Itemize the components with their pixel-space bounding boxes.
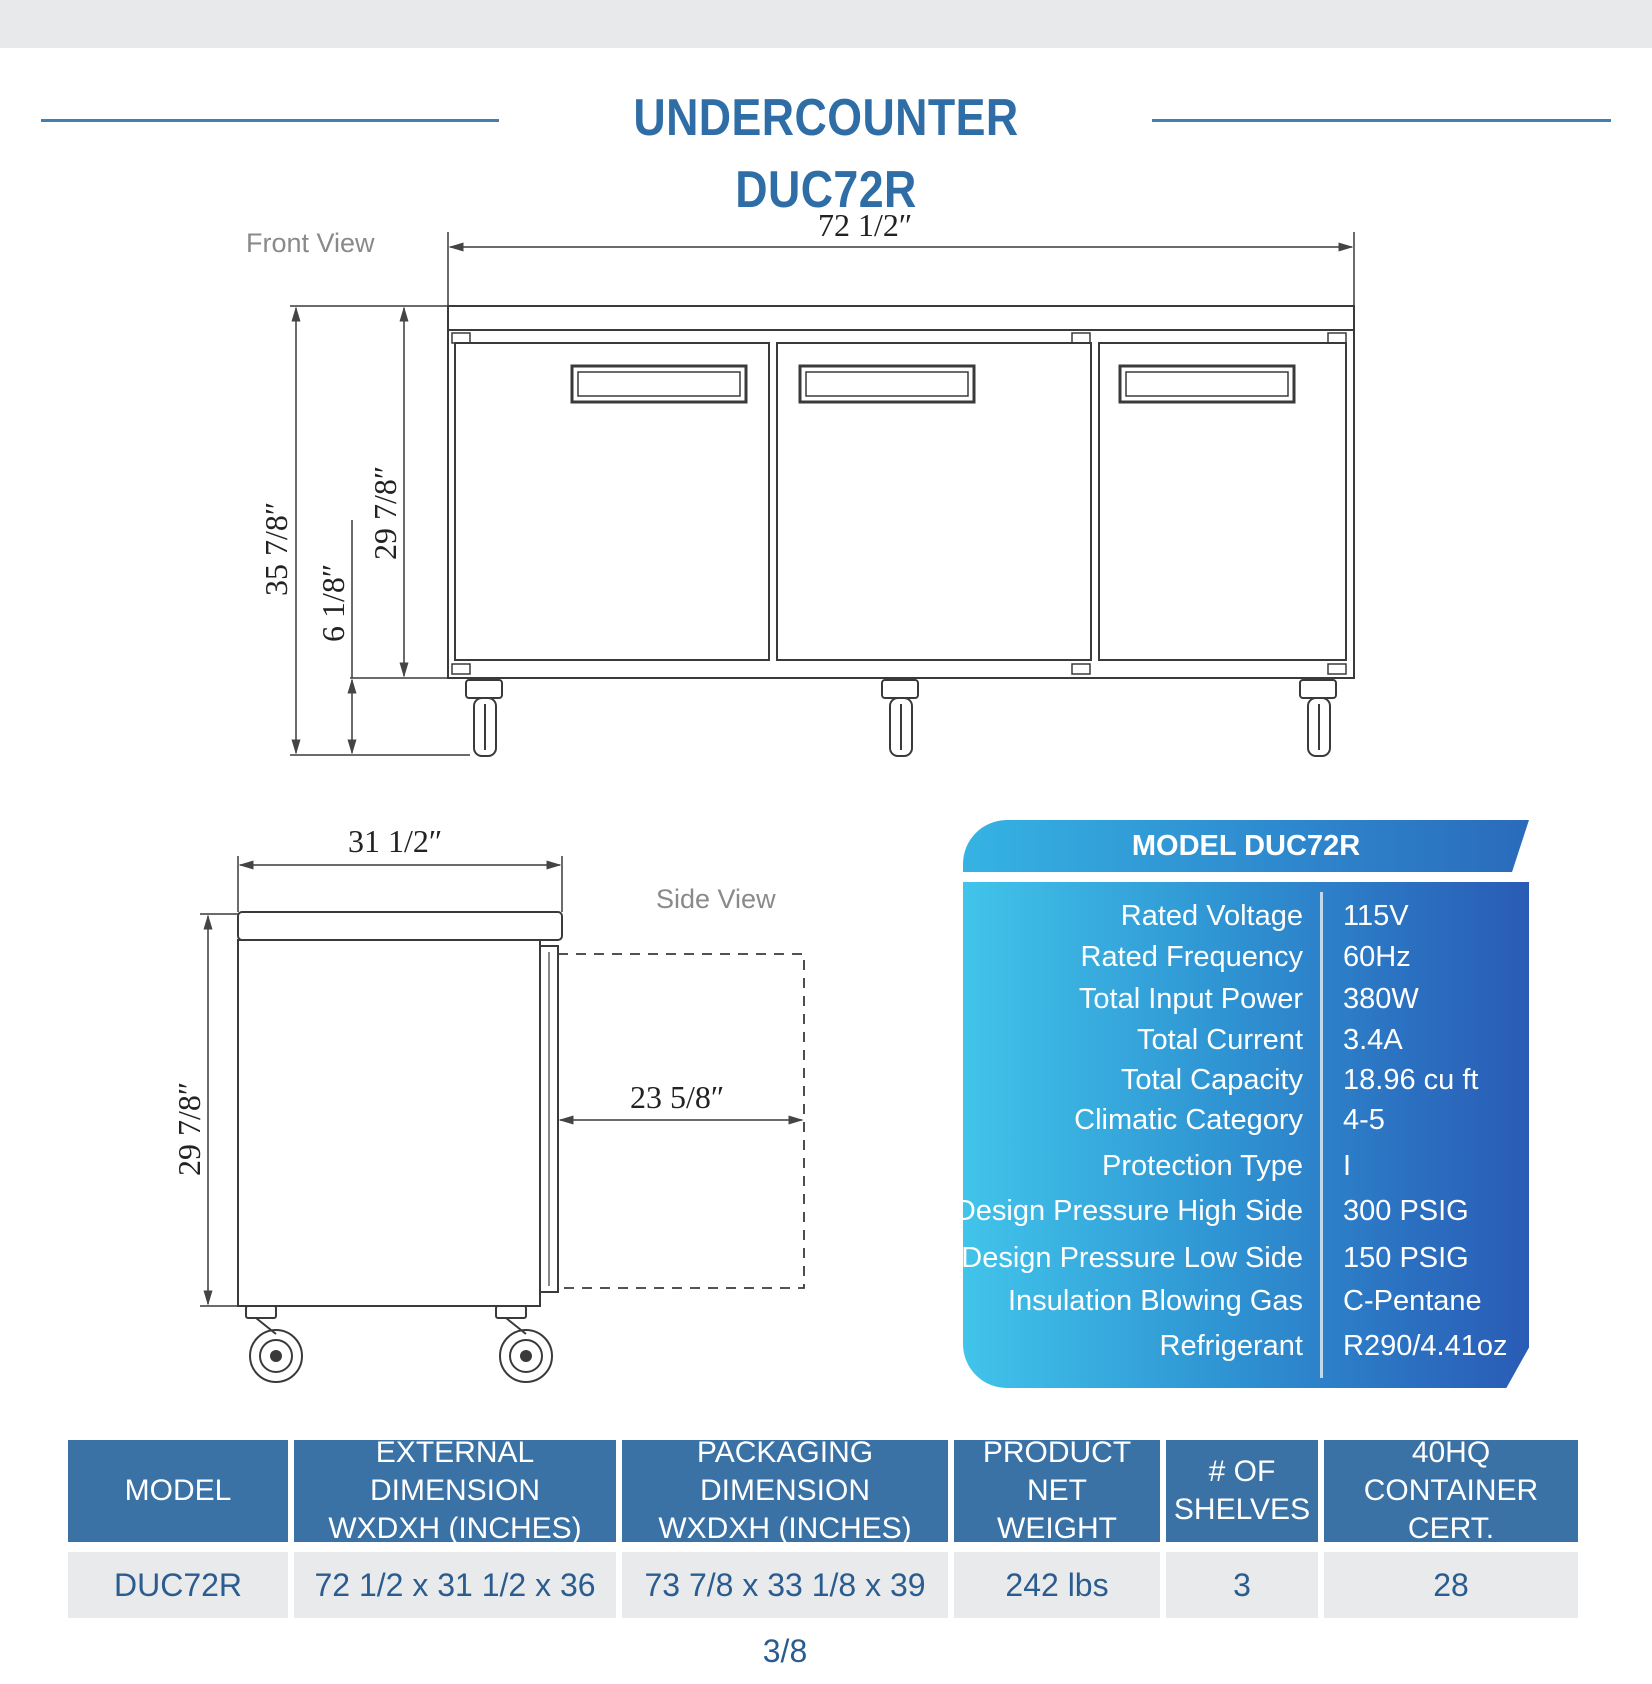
spec-label: Total Input Power <box>1078 983 1303 1015</box>
spec-card: MODEL DUC72R Rated Voltage 115V Rated Fr… <box>963 820 1529 1388</box>
spec-label: Rated Voltage <box>1120 900 1303 932</box>
spec-label: Total Current <box>1136 1024 1303 1056</box>
spec-label: Protection Type <box>1102 1150 1303 1182</box>
side-view-label: Side View <box>656 884 776 914</box>
spec-value: C-Pentane <box>1343 1285 1482 1317</box>
table-header-text: WXDXH (INCHES) <box>658 1512 912 1545</box>
table-header-text: EXTERNAL DIMENSION <box>369 1436 540 1507</box>
table-header-text: WXDXH (INCHES) <box>328 1512 582 1545</box>
table-cell-net-weight: 242 lbs <box>954 1552 1160 1618</box>
spec-value: 150 PSIG <box>1343 1242 1469 1274</box>
door-swing-label: 23 5/8″ <box>630 1079 724 1115</box>
spec-value: 18.96 cu ft <box>1343 1064 1479 1096</box>
spec-label: Rated Frequency <box>1080 941 1303 973</box>
spec-value: R290/4.41oz <box>1343 1330 1508 1362</box>
table-header-model: MODEL <box>68 1440 288 1542</box>
title-block: UNDERCOUNTER DUC72R <box>0 82 1652 219</box>
title-rule-left <box>41 119 499 122</box>
side-height-label: 29 7/8″ <box>171 1082 207 1176</box>
body-height-label: 29 7/8″ <box>367 466 403 560</box>
spec-value: I <box>1343 1150 1352 1182</box>
spec-value: 3.4A <box>1343 1024 1403 1056</box>
table-header-net-weight: PRODUCT NET WEIGHT <box>954 1436 1160 1545</box>
spec-row: Total Current 3.4A <box>963 1020 1529 1060</box>
table-header-text: 40HQ <box>1411 1436 1491 1469</box>
spec-row: Total Capacity 18.96 cu ft <box>963 1060 1529 1100</box>
spec-card-title: MODEL DUC72R <box>1131 830 1361 862</box>
caster-height-label: 6 1/8″ <box>315 564 351 642</box>
spec-row: Protection Type I <box>963 1146 1529 1186</box>
table-header-text: PACKAGING DIMENSION <box>696 1436 874 1507</box>
depth-dimension-label: 31 1/2″ <box>348 823 442 859</box>
top-bar <box>0 0 1652 48</box>
spec-row: Climatic Category 4-5 <box>963 1100 1529 1140</box>
spec-row: Design Pressure High Side 300 PSIG <box>963 1191 1529 1231</box>
table-header-packaging-dimension: PACKAGING DIMENSION WXDXH (INCHES) <box>622 1436 948 1545</box>
front-caster-middle <box>881 679 919 757</box>
spec-row: Total Input Power 380W <box>963 979 1529 1019</box>
spec-card-header <box>963 820 1529 872</box>
spec-label: Design Pressure High Side <box>954 1195 1303 1227</box>
side-caster-left <box>245 1305 303 1383</box>
table-cell-model: DUC72R <box>68 1552 288 1618</box>
handle-1 <box>570 364 748 404</box>
table-cell-container: 28 <box>1324 1552 1578 1618</box>
table-cell-shelves: 3 <box>1166 1552 1318 1618</box>
front-view: Front View 72 1/2″ <box>246 207 1355 757</box>
table-header-text: CONTAINER CERT. <box>1363 1474 1539 1545</box>
front-caster-left <box>465 679 503 757</box>
table-cell-packaging-dimension: 73 7/8 x 33 1/8 x 39 3/8 <box>622 1552 948 1669</box>
side-cabinet-body <box>237 939 541 1307</box>
side-countertop <box>237 911 563 941</box>
spec-value: 300 PSIG <box>1343 1195 1469 1227</box>
table-header-shelves: # OF SHELVES <box>1166 1440 1318 1542</box>
table-header-text: SHELVES <box>1173 1493 1311 1526</box>
table-header-text: MODEL <box>124 1474 232 1507</box>
table-header-text: WEIGHT <box>997 1512 1117 1545</box>
spec-card-body: Rated Voltage 115V Rated Frequency 60Hz … <box>963 882 1529 1388</box>
table-cell-external-dimension: 72 1/2 x 31 1/2 x 36 <box>294 1552 616 1618</box>
spec-row: Rated Frequency 60Hz <box>963 937 1529 977</box>
door-1 <box>454 342 770 661</box>
front-view-label: Front View <box>246 228 375 258</box>
spec-label: Climatic Category <box>1074 1104 1303 1136</box>
spec-divider <box>1320 892 1323 1378</box>
spec-value: 380W <box>1343 983 1419 1015</box>
spec-label: Design Pressure Low Side <box>961 1242 1303 1274</box>
page-title: UNDERCOUNTER DUC72R <box>633 89 1019 219</box>
spec-label: Refrigerant <box>1159 1330 1303 1362</box>
side-door-edge <box>539 945 559 1293</box>
overall-height-label: 35 7/8″ <box>258 502 294 596</box>
handle-2 <box>798 364 976 404</box>
front-caster-right <box>1299 679 1337 757</box>
table-header-text: # OF <box>1208 1455 1276 1488</box>
door-swing-outline <box>558 953 805 1289</box>
door-3 <box>1098 342 1347 661</box>
spec-label: Insulation Blowing Gas <box>1008 1285 1303 1317</box>
spec-row: Design Pressure Low Side 150 PSIG <box>963 1238 1529 1278</box>
side-caster-right <box>495 1305 553 1383</box>
title-rule-right <box>1152 119 1611 122</box>
table-header-external-dimension: EXTERNAL DIMENSION WXDXH (INCHES) <box>294 1436 616 1545</box>
spec-row: Insulation Blowing Gas C-Pentane <box>963 1281 1529 1321</box>
spec-row: Rated Voltage 115V <box>963 896 1529 936</box>
table-header-text: PRODUCT NET <box>982 1436 1132 1507</box>
side-view: Side View 31 1/2″ 23 5/8″ 29 7/8″ <box>171 823 805 1383</box>
handle-3 <box>1118 364 1296 404</box>
spec-value: 4-5 <box>1343 1104 1385 1136</box>
countertop <box>447 305 1355 331</box>
spec-label: Total Capacity <box>1120 1064 1303 1096</box>
table-header-container: 40HQ CONTAINER CERT. <box>1324 1436 1578 1545</box>
spec-value: 60Hz <box>1343 941 1411 973</box>
spec-row: Refrigerant R290/4.41oz <box>963 1326 1529 1366</box>
width-dimension-label: 72 1/2″ <box>818 207 912 243</box>
spec-value: 115V <box>1343 900 1409 932</box>
cabinet-body <box>447 329 1355 679</box>
door-2 <box>776 342 1092 661</box>
